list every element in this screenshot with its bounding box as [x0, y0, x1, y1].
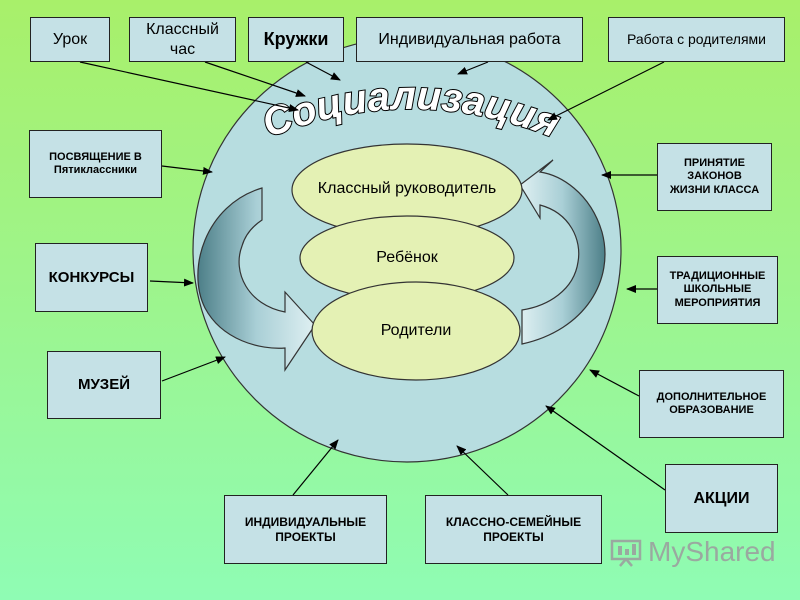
- box-laws-line3: ЖИЗНИ КЛАССА: [669, 183, 760, 196]
- box-initiation: ПОСВЯЩЕНИЕ В Пятиклассники: [29, 130, 162, 198]
- box-initiation-line2: Пятиклассники: [53, 164, 138, 176]
- parents-ellipse: [311, 281, 521, 381]
- child-label: Ребёнок: [376, 249, 438, 266]
- box-laws: ПРИНЯТИЕ ЗАКОНОВ ЖИЗНИ КЛАССА: [657, 143, 772, 211]
- box-individual-work-label: Индивидуальная работа: [378, 30, 561, 48]
- box-actions: АКЦИИ: [665, 464, 778, 533]
- box-initiation-line1: ПОСВЯЩЕНИЕ В: [49, 150, 142, 163]
- box-events-line2: ШКОЛЬНЫЕ: [683, 283, 752, 296]
- box-urok-label: Урок: [52, 30, 88, 48]
- box-contests-label: КОНКУРСЫ: [48, 268, 135, 286]
- box-actions-label: АКЦИИ: [693, 489, 750, 507]
- box-parents-work-label: Работа с родителями: [626, 31, 766, 48]
- parents-label: Родители: [380, 322, 452, 339]
- arrow-ind-projects: [292, 439, 339, 496]
- arrow-parents-work: [547, 61, 665, 121]
- watermark: MyShared: [610, 536, 776, 568]
- arrow-individual-work: [457, 61, 489, 75]
- box-class-hour-line2: час: [169, 40, 196, 58]
- arrow-family-projects: [456, 445, 509, 496]
- box-museum: МУЗЕЙ: [47, 351, 161, 419]
- box-ind-projects: ИНДИВИДУАЛЬНЫЕ ПРОЕКТЫ: [224, 495, 387, 564]
- arrow-contests: [149, 278, 194, 287]
- box-family-projects: КЛАССНО-СЕМЕЙНЫЕ ПРОЕКТЫ: [425, 495, 602, 564]
- box-contests: КОНКУРСЫ: [35, 243, 148, 312]
- arrow-extra: [589, 369, 640, 397]
- right-cycle-arrow: [519, 159, 606, 345]
- arrow-initiation: [161, 165, 213, 175]
- arrow-class-hour: [204, 61, 306, 97]
- box-urok: Урок: [30, 17, 110, 62]
- box-museum-label: МУЗЕЙ: [77, 376, 130, 393]
- box-extra-line2: ОБРАЗОВАНИЕ: [669, 404, 754, 416]
- left-cycle-arrow: [197, 187, 316, 372]
- box-class-hour-line1: Классный: [146, 21, 219, 39]
- connector-arrows: [79, 61, 666, 496]
- box-ind-projects-line2: ПРОЕКТЫ: [275, 529, 336, 544]
- teacher-label: Классный руководитель: [317, 180, 497, 197]
- box-class-hour: Классный час: [129, 17, 236, 62]
- arrow-circles: [305, 61, 341, 81]
- box-events-line1: ТРАДИЦИОННЫЕ: [669, 270, 766, 283]
- box-family-projects-line1: КЛАССНО-СЕМЕЙНЫЕ: [445, 515, 582, 530]
- box-laws-line1: ПРИНЯТИЕ: [684, 157, 745, 170]
- box-events: ТРАДИЦИОННЫЕ ШКОЛЬНЫЕ МЕРОПРИЯТИЯ: [657, 256, 778, 324]
- box-events-line3: МЕРОПРИЯТИЯ: [674, 296, 761, 309]
- box-laws-line2: ЗАКОНОВ: [687, 170, 742, 183]
- box-circles: Кружки: [248, 17, 344, 62]
- box-parents-work: Работа с родителями: [608, 17, 785, 62]
- box-extra-education: ДОПОЛНИТЕЛЬНОЕ ОБРАЗОВАНИЕ: [639, 370, 784, 438]
- box-family-projects-line2: ПРОЕКТЫ: [483, 529, 544, 544]
- box-ind-projects-line1: ИНДИВИДУАЛЬНЫЕ: [244, 515, 367, 530]
- box-extra-line1: ДОПОЛНИТЕЛЬНОЕ: [656, 390, 767, 403]
- arrow-museum: [161, 356, 226, 382]
- box-individual-work: Индивидуальная работа: [356, 17, 583, 62]
- arrow-urok: [79, 61, 299, 112]
- watermark-text: MyShared: [648, 536, 776, 567]
- presentation-icon: [610, 539, 642, 567]
- box-circles-label: Кружки: [263, 28, 329, 49]
- arrow-actions: [545, 405, 666, 491]
